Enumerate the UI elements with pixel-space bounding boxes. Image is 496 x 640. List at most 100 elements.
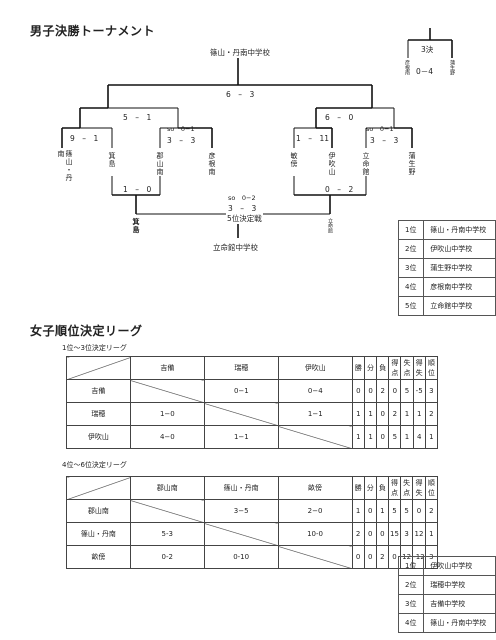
ranking-row: 4位篠山・丹南中学校 bbox=[397, 613, 496, 633]
table-cell: 0 bbox=[375, 522, 389, 546]
table-cell: 1 bbox=[363, 425, 378, 449]
consolation-left-score: 1 – 0 bbox=[123, 185, 152, 194]
table-cell: -5 bbox=[412, 379, 426, 403]
table-cell: 5 bbox=[400, 499, 414, 523]
table-cell: 0−4 bbox=[277, 379, 353, 403]
league2-subtitle: 4位～6位決定リーグ bbox=[62, 461, 127, 469]
table-cell: 2 bbox=[424, 402, 439, 426]
consolation-right-score: 0 – 2 bbox=[325, 185, 354, 194]
diagonal-cell bbox=[277, 545, 353, 569]
boys-title: 男子決勝トーナメント bbox=[30, 24, 156, 38]
table-cell: 郡山南 bbox=[129, 476, 205, 500]
diagonal-cell bbox=[203, 522, 279, 546]
table-cell: 2 bbox=[351, 522, 365, 546]
left-qf2-score: 3 – 3 bbox=[167, 136, 196, 145]
table-cell: 得失 bbox=[412, 356, 426, 380]
table-cell: 1 bbox=[412, 402, 426, 426]
table-cell: 3位 bbox=[397, 258, 425, 278]
table-cell: 吉備中学校 bbox=[423, 594, 496, 614]
ranking-row: 5位立命館中学校 bbox=[397, 296, 496, 316]
table-cell: 順位 bbox=[424, 356, 439, 380]
table-cell: 篠山・丹南中学校 bbox=[423, 613, 496, 633]
ranking-row: 2位伊吹山中学校 bbox=[397, 239, 496, 259]
table-cell: 4位 bbox=[397, 277, 425, 297]
diagonal-cell bbox=[129, 379, 205, 403]
table-cell: 伊吹山中学校 bbox=[423, 239, 496, 259]
left-semi-score: 5 – 1 bbox=[123, 113, 152, 122]
table-cell: 順位 bbox=[424, 476, 439, 500]
table-cell: 2 bbox=[375, 545, 389, 569]
table-cell: 15 bbox=[387, 522, 402, 546]
ranking-row: 1位伊吹山中学校 bbox=[397, 556, 496, 576]
table-cell: 2−0 bbox=[277, 499, 353, 523]
table-cell: 0 bbox=[363, 379, 378, 403]
table-cell: 0 bbox=[363, 499, 377, 523]
table-cell: 0 bbox=[351, 379, 365, 403]
table-cell: 1 bbox=[400, 425, 414, 449]
final-score: 6 – 3 bbox=[226, 90, 255, 99]
table-cell: 1 bbox=[424, 425, 439, 449]
table-cell: 1 bbox=[351, 402, 365, 426]
table-cell: 瑞穂 bbox=[203, 356, 279, 380]
table-cell: 0-10 bbox=[203, 545, 279, 569]
table-cell: 4 bbox=[412, 425, 426, 449]
table-cell: 吉備 bbox=[66, 379, 131, 403]
table-cell: 勝 bbox=[351, 356, 365, 380]
fifth-label: 5位決定戦 bbox=[226, 213, 263, 224]
table-cell: 1 bbox=[375, 499, 389, 523]
table-cell: 1 bbox=[351, 499, 365, 523]
table-cell: 1 bbox=[400, 402, 414, 426]
league2-table: 郡山南 篠山・丹南 畝傍 勝 分 負 得点 失点 得失 順位 郡山南 3−5 2… bbox=[66, 476, 439, 569]
table-cell: 瑞穂 bbox=[66, 402, 131, 426]
table-cell: 勝 bbox=[351, 476, 365, 500]
table-cell: 3位 bbox=[397, 594, 425, 614]
team-koriyama-minami: 郡山南 bbox=[156, 152, 164, 176]
boys-ranking: 1位篠山・丹南中学校 2位伊吹山中学校 3位蒲生野中学校 4位彦根南中学校 5位… bbox=[397, 220, 496, 316]
table-cell: 郡山南 bbox=[66, 499, 131, 523]
right-qf2-so: so 0−1 bbox=[366, 125, 394, 133]
table-cell: 10-0 bbox=[277, 522, 353, 546]
left-qf2-so: so 0−1 bbox=[167, 125, 195, 133]
table-cell: 5 bbox=[388, 425, 402, 449]
table-cell: 負 bbox=[376, 356, 390, 380]
table-cell: 12 bbox=[412, 522, 426, 546]
diagonal-cell bbox=[66, 476, 131, 500]
table-cell: 篠山・丹南中学校 bbox=[423, 220, 496, 240]
table-cell: 2 bbox=[376, 379, 390, 403]
table-cell: 3−5 bbox=[203, 499, 279, 523]
table-cell: 3 bbox=[424, 379, 439, 403]
table-cell: 1位 bbox=[397, 220, 425, 240]
third-left-team: 彦根南 bbox=[404, 60, 410, 75]
ranking-row: 4位彦根南中学校 bbox=[397, 277, 496, 297]
table-cell: 伊吹山 bbox=[277, 356, 353, 380]
table-cell: 伊吹山 bbox=[66, 425, 131, 449]
table-cell: 得点 bbox=[388, 356, 402, 380]
league1-table: 吉備 瑞穂 伊吹山 勝 分 負 得点 失点 得失 順位 吉備 0−1 0−4 0… bbox=[66, 356, 439, 449]
table-cell: 0−1 bbox=[203, 379, 279, 403]
table-cell: 失点 bbox=[400, 356, 414, 380]
table-cell: 蒲生野中学校 bbox=[423, 258, 496, 278]
table-cell: 5 bbox=[400, 379, 414, 403]
table-cell: 失点 bbox=[400, 476, 414, 500]
table-cell: 伊吹山中学校 bbox=[423, 556, 496, 576]
champion-label: 篠山・丹南中学校 bbox=[210, 48, 270, 57]
table-cell: 4−0 bbox=[129, 425, 205, 449]
table-cell: 篠山・丹南 bbox=[66, 522, 131, 546]
table-cell: 篠山・丹南 bbox=[203, 476, 279, 500]
diagonal-cell bbox=[203, 402, 279, 426]
third-label: 3決 bbox=[421, 45, 434, 54]
diagonal-cell bbox=[66, 356, 131, 380]
left-qf1-score: 9 – 1 bbox=[70, 134, 99, 143]
table-cell: 3 bbox=[400, 522, 414, 546]
table-cell: 5-3 bbox=[129, 522, 205, 546]
team-sasayama-tannan: 篠山・丹南 bbox=[57, 150, 73, 182]
table-cell: 1 bbox=[351, 425, 365, 449]
team-minoshima: 箕島 bbox=[108, 152, 116, 168]
table-cell: 0-2 bbox=[129, 545, 205, 569]
table-cell: 1−1 bbox=[277, 402, 353, 426]
fifth-score: 3 – 3 bbox=[228, 204, 257, 213]
third-right-team: 蒲生野 bbox=[449, 60, 455, 75]
